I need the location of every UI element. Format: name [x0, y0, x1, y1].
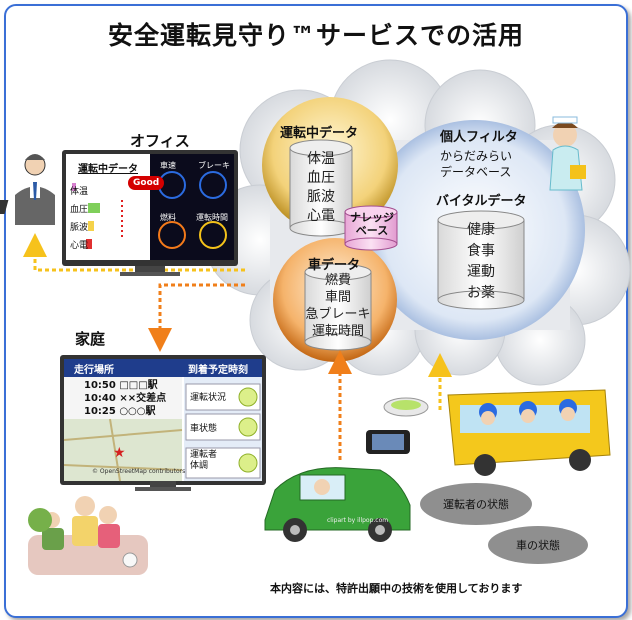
data-item: お薬: [467, 285, 495, 301]
vital-data-cylinder: [437, 210, 525, 310]
vital-data-title: バイタルデータ: [436, 194, 527, 209]
home-table-header-left: 走行場所: [74, 365, 114, 376]
car-data-title: 車データ: [308, 258, 361, 273]
status-item: 車状態: [190, 424, 218, 434]
car-data-items: 燃費 車間 急ブレーキ 運転時間: [300, 272, 376, 340]
data-item: 燃費: [324, 273, 351, 288]
office-row: 体温: [70, 187, 89, 197]
time-row: 10:25 ○○○駅: [84, 405, 166, 418]
gauge-label: ブレーキ: [198, 161, 230, 170]
data-item: 健康: [467, 222, 495, 238]
data-item: 体温: [307, 151, 335, 167]
gauge-label: 運転時間: [196, 213, 228, 222]
status-item: 運転状況: [190, 393, 227, 403]
smartphone-device: [366, 430, 410, 454]
data-item: 食事: [467, 243, 495, 259]
driver-state-oval: 運転者の状態: [420, 483, 532, 525]
data-item: 心電: [307, 208, 335, 224]
home-table-header-right: 到着予定時刻: [188, 365, 248, 376]
status-item: 運転者 体調: [190, 450, 218, 471]
vehicle-state-oval: 車の状態: [488, 526, 588, 564]
office-screen-header: 運転中データ: [78, 164, 138, 175]
data-item: 車間: [324, 290, 351, 305]
driving-data-items: 体温 血圧 脈波 心電: [292, 150, 350, 226]
car-data-cylinder: [304, 263, 372, 351]
office-worker-illustration: [0, 154, 55, 225]
personal-filter-title: 個人フィルタ: [440, 130, 518, 145]
place-value: ××交差点: [119, 393, 167, 404]
patent-note: 本内容には、特許出願中の技術を使用しております: [270, 582, 523, 595]
car-illustration: [264, 467, 411, 542]
office-row: 血圧: [70, 205, 89, 215]
office-row: 脈波: [70, 223, 89, 233]
knowledge-base-title: ナレッジ ベース: [350, 211, 394, 237]
car-credit: clipart by illpop.com: [327, 517, 389, 524]
home-label: 家庭: [75, 330, 106, 348]
time-row: 10:50 □□□駅: [84, 379, 166, 392]
data-item: 運動: [467, 264, 495, 280]
office-label: オフィス: [130, 132, 190, 150]
place-value: □□□駅: [119, 380, 158, 391]
svg-text:★: ★: [113, 445, 126, 461]
family-illustration: [28, 496, 148, 575]
time-value: 10:40: [84, 393, 116, 404]
good-badge: Good: [128, 176, 165, 190]
gauge-label: 車速: [160, 161, 176, 170]
driving-data-cylinder: [289, 139, 353, 237]
data-item: 脈波: [307, 189, 335, 205]
time-value: 10:25: [84, 406, 116, 417]
sensor-device: [383, 397, 429, 417]
data-item: 運転時間: [311, 324, 364, 339]
time-row: 10:40 ××交差点: [84, 392, 166, 405]
home-monitor: ★: [60, 355, 266, 491]
home-time-list: 10:50 □□□駅 10:40 ××交差点 10:25 ○○○駅: [84, 379, 166, 418]
office-row: 心電: [70, 241, 89, 251]
flow-arrows: [23, 233, 452, 460]
office-monitor: [62, 150, 238, 276]
vital-data-items: 健康 食事 運動 お薬: [440, 220, 522, 304]
page-title: 安全運転見守り™サービスでの活用: [107, 21, 524, 50]
driving-data-title: 運転中データ: [280, 126, 359, 141]
gauge-label: 燃料: [160, 213, 176, 222]
data-item: 急ブレーキ: [305, 307, 371, 322]
bus-illustration: [447, 389, 611, 476]
map-credit: © OpenStreetMap contributors: [92, 468, 186, 475]
knowledge-base-cylinder: [344, 205, 398, 251]
time-value: 10:50: [84, 380, 116, 391]
data-item: 血圧: [307, 170, 335, 186]
office-screen-rows: 体温 血圧 脈波 心電: [70, 183, 88, 255]
personal-filter-subtitle: からだみらい データベース: [440, 149, 513, 179]
place-value: ○○○駅: [119, 406, 156, 417]
nurse-illustration: [549, 116, 586, 191]
